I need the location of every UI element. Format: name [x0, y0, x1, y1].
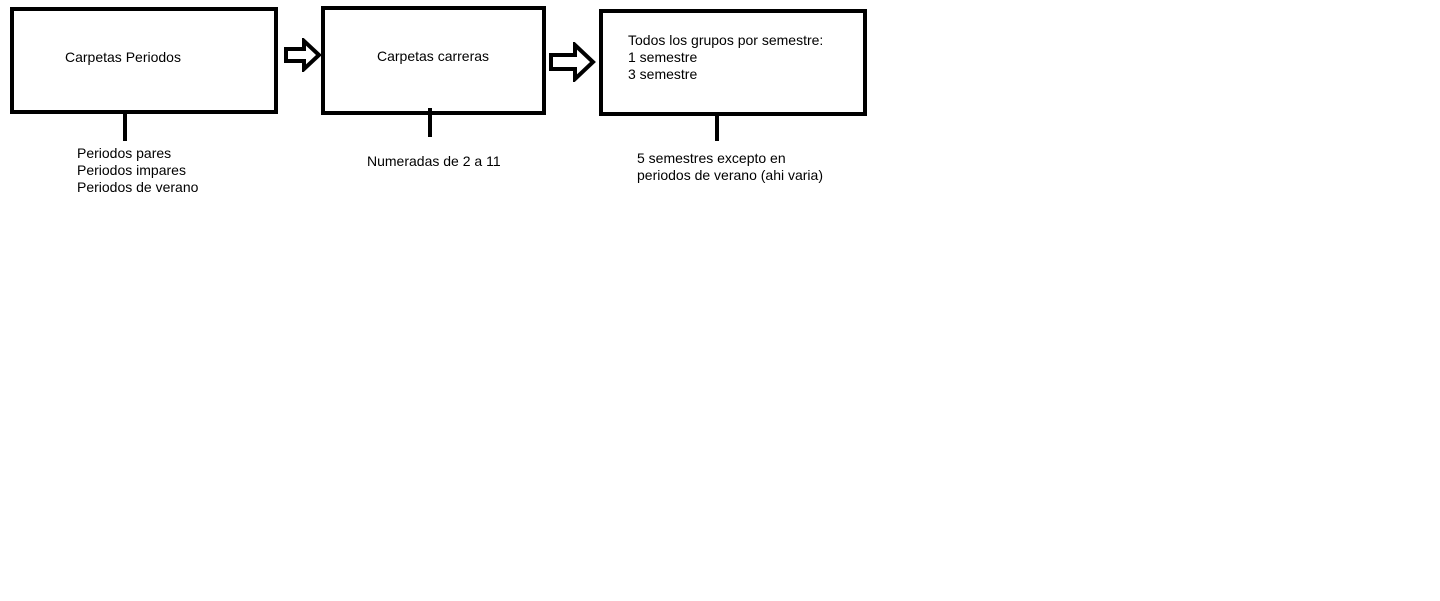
right-arrow-icon	[549, 42, 596, 82]
box-carpetas-periodos	[10, 7, 278, 114]
box-carpetas-carreras	[321, 6, 546, 115]
note-carreras: Numeradas de 2 a 11	[367, 153, 501, 170]
note-line: Periodos de verano	[77, 179, 199, 195]
note-line: 5 semestres excepto en	[637, 150, 786, 166]
note-line: Periodos impares	[77, 162, 186, 178]
box-carpetas-periodos-label: Carpetas Periodos	[65, 49, 181, 65]
box-grupos-semestre-label: Todos los grupos por semestre: 1 semestr…	[628, 32, 823, 83]
note-line: Periodos pares	[77, 145, 172, 161]
note-periodos: Periodos pares Periodos impares Periodos…	[77, 145, 198, 196]
note-line: periodos de verano (ahi varia)	[637, 167, 823, 183]
note-line: Numeradas de 2 a 11	[367, 153, 501, 169]
right-arrow-icon	[284, 38, 322, 72]
box-grupos-line: 3 semestre	[628, 66, 698, 82]
connector-stem-periodos	[123, 114, 127, 141]
connector-stem-carreras	[428, 108, 432, 137]
note-grupos: 5 semestres excepto en periodos de veran…	[637, 150, 823, 184]
box-carpetas-carreras-label: Carpetas carreras	[377, 48, 490, 64]
box-grupos-line: 1 semestre	[628, 49, 698, 65]
box-grupos-semestre	[599, 9, 867, 116]
box-grupos-line: Todos los grupos por semestre:	[628, 32, 824, 48]
connector-stem-grupos	[715, 115, 719, 141]
